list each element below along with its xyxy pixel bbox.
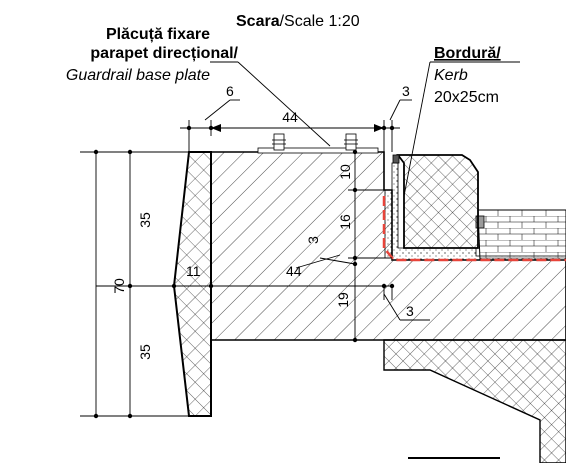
dim-19: 19 xyxy=(335,292,351,308)
kerb-joint xyxy=(392,154,400,164)
dim-10: 10 xyxy=(337,164,353,180)
plate-label-line1: Plăcuță fixare xyxy=(106,26,210,43)
arrowhead-left xyxy=(211,124,221,132)
plate-label-line3: Guardrail base plate xyxy=(66,67,210,84)
pavement-layer xyxy=(477,209,566,261)
arrowhead-right xyxy=(374,124,384,132)
dimension-ticks xyxy=(93,125,395,419)
dim-16: 16 xyxy=(337,214,353,230)
kerb-label-line1: Bordură/ xyxy=(434,45,501,62)
waterproofing-membrane xyxy=(382,196,566,262)
dim-3-mid: 3 xyxy=(305,236,321,244)
dim-44-top: 44 xyxy=(282,109,298,125)
dim-44-mid: 44 xyxy=(286,263,302,279)
dim-3-bottom: 3 xyxy=(406,303,414,319)
dim-3-top: 3 xyxy=(402,83,410,99)
kerb-block xyxy=(396,154,479,249)
guardrail-base-plate xyxy=(257,133,379,154)
dim-35-top: 35 xyxy=(137,212,153,228)
dim-11: 11 xyxy=(186,263,201,279)
cornice-edge xyxy=(172,151,212,417)
plate-label-line2: parapet direcțional/ xyxy=(90,45,238,62)
kerb-label-line2: Kerb xyxy=(434,67,468,84)
scale-label: Scara/Scale 1:20 xyxy=(236,13,360,30)
kerb-label-line3: 20x25cm xyxy=(434,89,499,106)
girder-support xyxy=(383,339,566,463)
dim-35-bottom: 35 xyxy=(137,344,153,360)
dim-6: 6 xyxy=(226,83,234,99)
dim-70: 70 xyxy=(111,278,127,294)
